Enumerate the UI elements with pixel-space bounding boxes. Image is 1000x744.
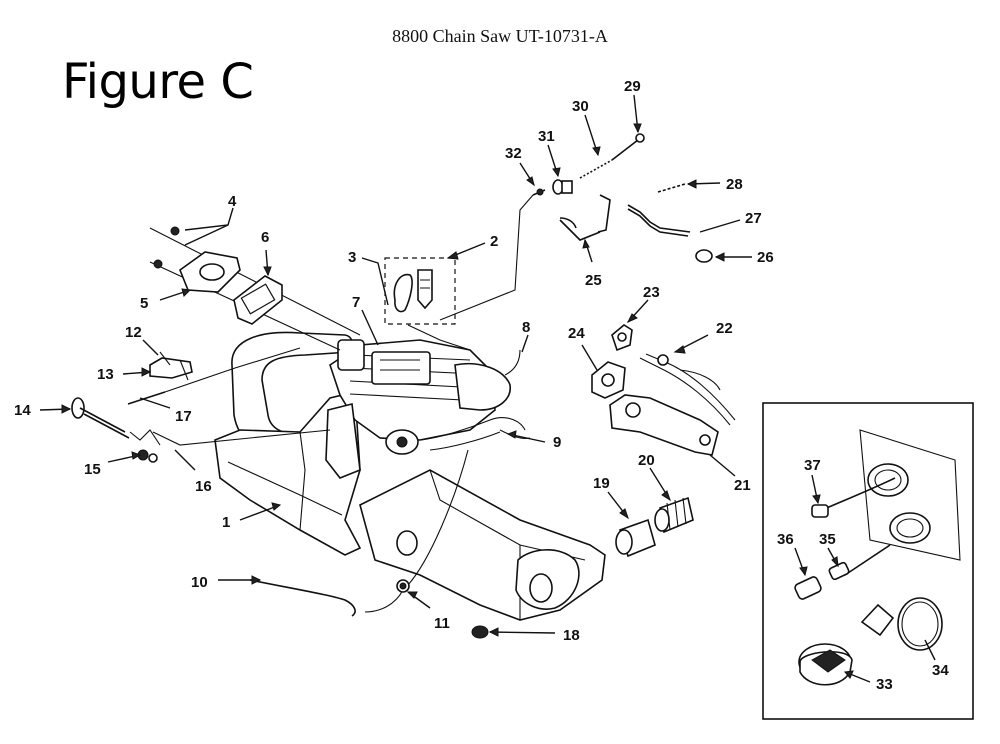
callout-34: 34 bbox=[932, 662, 949, 679]
callout-6: 6 bbox=[261, 229, 269, 246]
callout-3: 3 bbox=[348, 249, 356, 266]
callout-32: 32 bbox=[505, 145, 522, 162]
inset-detail-box bbox=[762, 402, 974, 720]
callout-35: 35 bbox=[819, 531, 836, 548]
buffer-parts bbox=[471, 496, 694, 639]
callout-22: 22 bbox=[716, 320, 733, 337]
callout-leaders bbox=[39, 94, 936, 683]
callout-15: 15 bbox=[84, 461, 101, 478]
callout-27: 27 bbox=[745, 210, 762, 227]
callout-9: 9 bbox=[553, 434, 561, 451]
throttle-linkage-parts bbox=[439, 133, 713, 321]
callout-11: 11 bbox=[434, 615, 450, 632]
callout-18: 18 bbox=[563, 627, 580, 644]
callout-4: 4 bbox=[228, 193, 237, 210]
callout-1: 1 bbox=[222, 514, 230, 531]
callout-25: 25 bbox=[585, 272, 602, 289]
carburetor-detail-box bbox=[384, 257, 471, 351]
intake-plate-parts bbox=[149, 226, 361, 351]
callout-8: 8 bbox=[522, 319, 530, 336]
handle-trigger-parts bbox=[71, 347, 331, 463]
callout-31: 31 bbox=[538, 128, 555, 145]
callout-10: 10 bbox=[191, 574, 208, 591]
callout-37: 37 bbox=[804, 457, 821, 474]
callout-33: 33 bbox=[876, 676, 893, 693]
callout-19: 19 bbox=[593, 475, 610, 492]
callout-13: 13 bbox=[97, 366, 114, 383]
callout-29: 29 bbox=[624, 78, 641, 95]
document-title: 8800 Chain Saw UT-10731-A bbox=[392, 26, 608, 46]
callout-17: 17 bbox=[175, 408, 192, 425]
callout-labels: 1 2 3 4 5 6 7 8 9 10 11 12 13 14 15 16 1… bbox=[14, 78, 949, 693]
callout-7: 7 bbox=[352, 294, 360, 311]
cable-parts bbox=[249, 579, 410, 617]
handle-bracket-parts bbox=[591, 324, 736, 456]
callout-2: 2 bbox=[490, 233, 498, 250]
callout-36: 36 bbox=[777, 531, 794, 548]
callout-5: 5 bbox=[140, 295, 148, 312]
callout-30: 30 bbox=[572, 98, 589, 115]
callout-26: 26 bbox=[757, 249, 774, 266]
callout-16: 16 bbox=[195, 478, 212, 495]
figure-title: Figure C bbox=[62, 54, 254, 110]
callout-21: 21 bbox=[734, 477, 751, 494]
callout-20: 20 bbox=[638, 452, 655, 469]
callout-14: 14 bbox=[14, 402, 31, 419]
main-housing-drawing bbox=[214, 331, 606, 621]
callout-12: 12 bbox=[125, 324, 142, 341]
callout-23: 23 bbox=[643, 284, 660, 301]
callout-28: 28 bbox=[726, 176, 743, 193]
callout-24: 24 bbox=[568, 325, 585, 342]
